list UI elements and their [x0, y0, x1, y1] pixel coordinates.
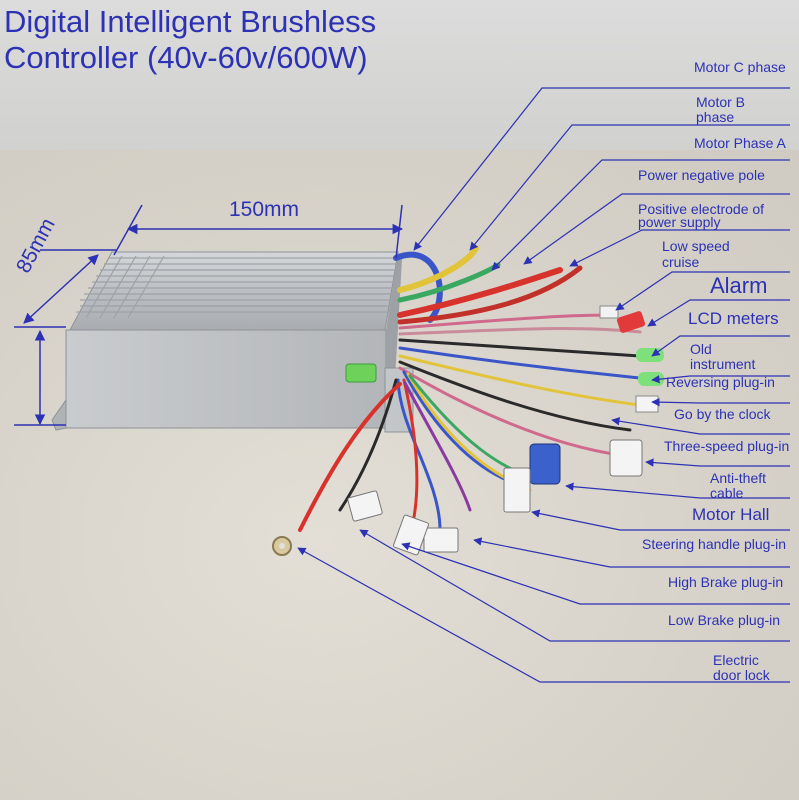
background-wall	[0, 0, 799, 160]
label-anti-theft-cable: Anti-theft cable	[710, 470, 767, 501]
title-line-1: Digital Intelligent Brushless	[4, 4, 377, 39]
label-motor-c-phase: Motor C phase	[694, 59, 786, 75]
label-power-negative-pole: Power negative pole	[638, 167, 765, 183]
label-motor-phase-a: Motor Phase A	[694, 135, 786, 151]
label-alarm: Alarm	[710, 273, 768, 298]
label-electric-door-lock: Electric door lock	[713, 652, 770, 683]
label-three-speed-plug-in: Three-speed plug-in	[664, 438, 790, 454]
wire-bundle	[298, 245, 642, 537]
controller-housing	[51, 251, 414, 433]
label-high-brake-plug-in: High Brake plug-in	[668, 574, 784, 590]
label-motor-hall: Motor Hall	[692, 505, 770, 524]
label-low-speed-cruise: Low speed cruise	[662, 238, 730, 270]
callout-lines	[297, 87, 790, 683]
title-line-2: Controller (40v-60v/600W)	[4, 40, 368, 75]
label-motor-b-phase: Motor B phase	[696, 94, 746, 125]
label-old-instrument: Old instrument	[690, 341, 756, 372]
dimension-lines	[14, 204, 404, 426]
label-lcd-meters: LCD meters	[688, 309, 779, 328]
label-reversing-plug-in: Reversing plug-in	[666, 374, 775, 390]
width-dimension-label: 150mm	[229, 198, 300, 221]
label-go-by-the-clock: Go by the clock	[674, 406, 771, 422]
label-positive-electrode: Positive electrode of power supply	[638, 201, 765, 230]
label-low-brake-plug-in: Low Brake plug-in	[668, 612, 781, 628]
label-steering-handle-plug-in: Steering handle plug-in	[642, 536, 786, 552]
